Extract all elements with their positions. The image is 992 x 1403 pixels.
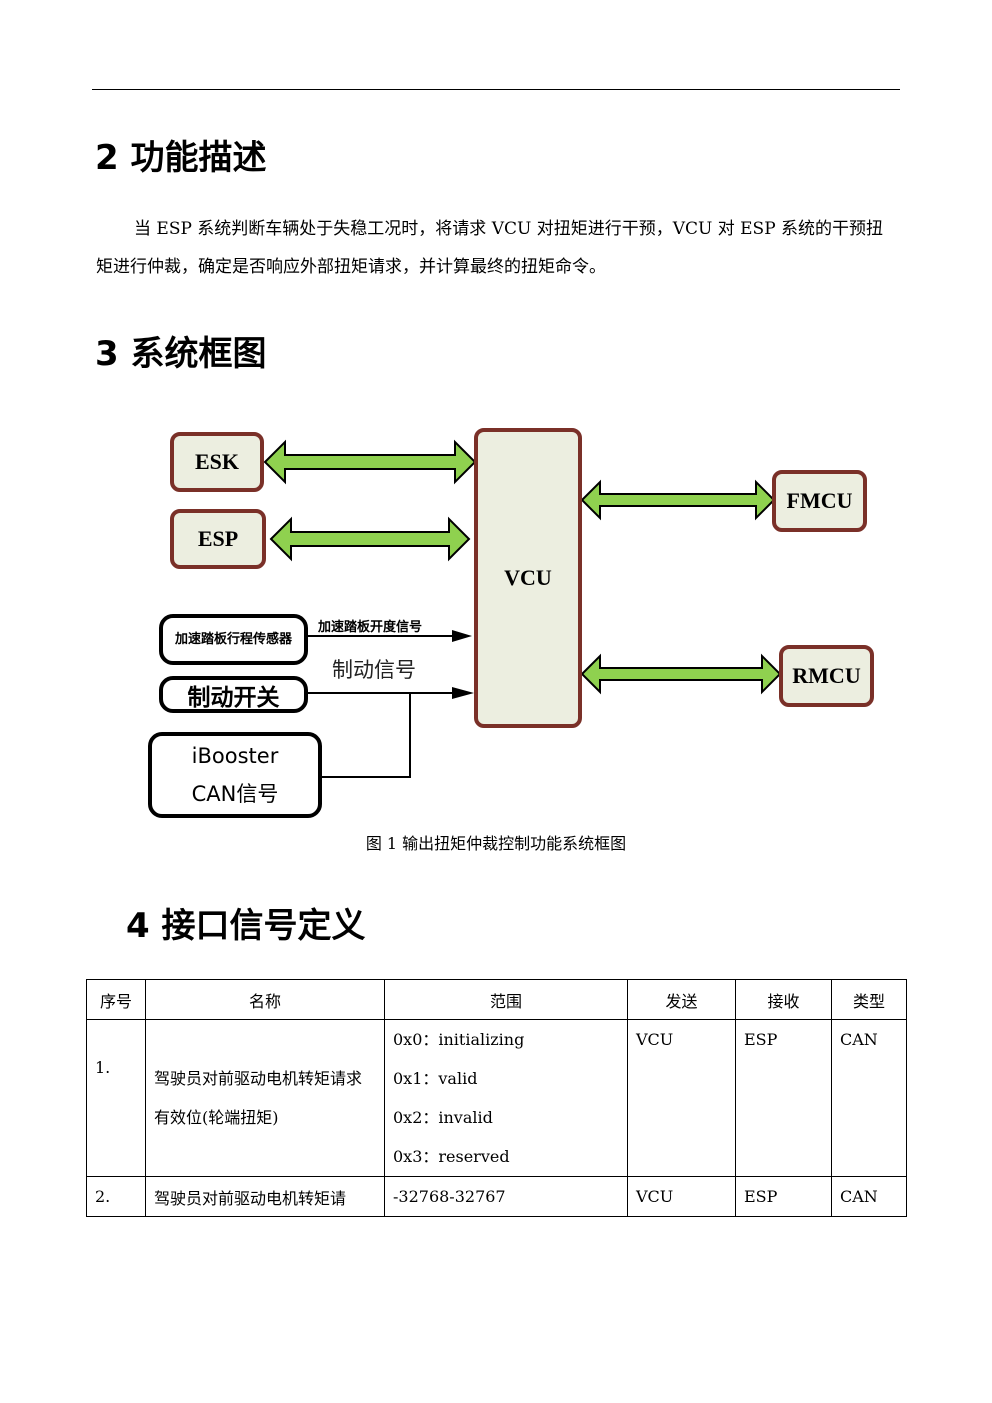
arrow-vcu-fmcu (580, 479, 776, 521)
cell-name: 驾驶员对前驱动电机转矩请 (145, 1176, 385, 1217)
cell-range-item: 0x2：invalid (393, 1108, 493, 1127)
section-4-title: 4 接口信号定义 (126, 906, 366, 946)
cell-name: 驾驶员对前驱动电机转矩请求有效位(轮端扭矩) (145, 1019, 385, 1177)
ibooster-can-label: CAN信号 (191, 782, 279, 806)
arrow-vcu-rmcu (580, 653, 782, 695)
cell-range-item: 0x1：valid (393, 1069, 478, 1088)
esp-box: ESP (170, 509, 266, 569)
pedal-sensor-box: 加速踏板行程传感器 (159, 614, 308, 665)
cell-type: CAN (831, 1019, 907, 1177)
esk-box: ESK (170, 432, 264, 492)
rmcu-box: RMCU (779, 645, 874, 707)
header-name: 名称 (145, 979, 385, 1020)
section-3-title: 3 系统框图 (95, 334, 267, 374)
header-no: 序号 (86, 979, 146, 1020)
section-2-paragraph: 当 ESP 系统判断车辆处于失稳工况时，将请求 VCU 对扭矩进行干预，VCU … (96, 219, 884, 277)
interface-signal-table: 序号 名称 范围 发送 接收 类型 1. 驾驶员对前驱动电机转矩请求有效位(轮端… (86, 979, 907, 1217)
header-tx: 发送 (627, 979, 736, 1020)
brake-switch-box: 制动开关 (159, 676, 308, 713)
table-row: 2. 驾驶员对前驱动电机转矩请 -32768-32767 VCU ESP CAN (86, 1176, 907, 1217)
section-2-title: 2 功能描述 (95, 138, 267, 178)
ibooster-box: iBooster CAN信号 (148, 732, 322, 818)
cell-rx: ESP (735, 1019, 832, 1177)
cell-tx: VCU (627, 1176, 736, 1217)
cell-no: 1. (86, 1019, 146, 1177)
fmcu-box: FMCU (772, 470, 867, 532)
diagram-connectors (263, 439, 782, 778)
pedal-sensor-label: 加速踏板行程传感器 (174, 632, 292, 647)
table-header-row: 序号 名称 范围 发送 接收 类型 (86, 979, 907, 1020)
arrow-esp-vcu (269, 516, 471, 562)
cell-range-item: 0x0：initializing (393, 1030, 525, 1049)
cell-type: CAN (831, 1176, 907, 1217)
pedal-signal-label: 加速踏板开度信号 (318, 620, 423, 635)
header-rule (92, 89, 900, 90)
cell-range-item: 0x3：reserved (393, 1147, 510, 1166)
cell-range-item: -32768-32767 (384, 1176, 628, 1217)
header-rx: 接收 (735, 979, 832, 1020)
header-range: 范围 (384, 979, 628, 1020)
cell-rx: ESP (735, 1176, 832, 1217)
vcu-box: VCU (474, 428, 582, 728)
brake-signal-label: 制动信号 (332, 658, 416, 682)
figure-caption: 图 1 输出扭矩仲裁控制功能系统框图 (365, 834, 627, 853)
table-row: 1. 驾驶员对前驱动电机转矩请求有效位(轮端扭矩) 0x0：initializi… (86, 1019, 907, 1177)
cell-no: 2. (86, 1176, 146, 1217)
arrow-esk-vcu (263, 439, 477, 485)
ibooster-label: iBooster (191, 744, 279, 768)
cell-tx: VCU (627, 1019, 736, 1177)
header-type: 类型 (831, 979, 907, 1020)
